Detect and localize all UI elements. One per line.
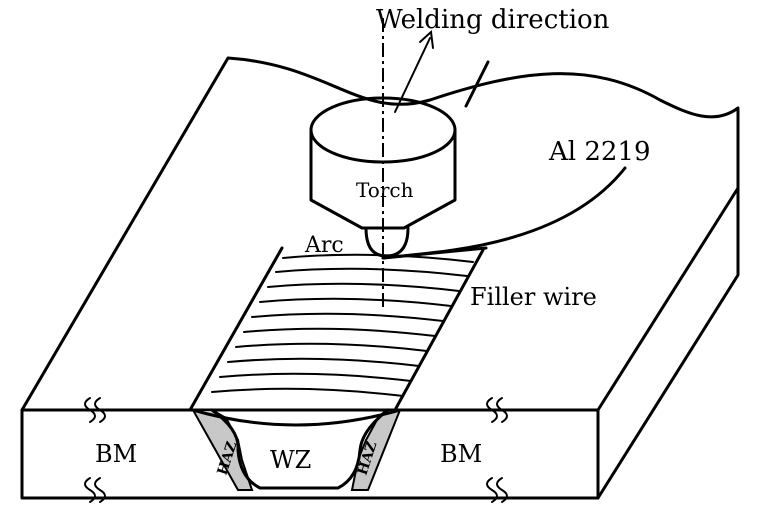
torch-nozzle-tip	[364, 226, 410, 258]
label-bm-right: BM	[440, 440, 482, 468]
label-wz: WZ	[270, 446, 311, 474]
label-welding-direction: Welding direction	[376, 5, 610, 35]
welding-direction-arrowhead	[419, 29, 434, 49]
filler-wire	[381, 166, 627, 260]
break-marks	[84, 397, 508, 503]
filler-wire-tip	[381, 246, 488, 260]
groove-line	[464, 60, 490, 108]
weld-bead-right-edge	[393, 248, 485, 412]
plate-right-side	[596, 186, 740, 500]
label-torch: Torch	[356, 178, 414, 202]
label-arc: Arc	[304, 233, 344, 258]
fusion-boundary	[210, 408, 390, 490]
weld-bead-left-edge	[188, 246, 284, 412]
plate-top-outline	[20, 56, 740, 412]
plate-front-face	[20, 408, 600, 500]
welding-direction-arrow	[394, 37, 431, 113]
label-filler-wire: Filler wire	[470, 283, 597, 311]
weld-ripples	[211, 253, 474, 397]
label-alloy: Al 2219	[548, 137, 651, 167]
label-bm-left: BM	[95, 440, 137, 468]
